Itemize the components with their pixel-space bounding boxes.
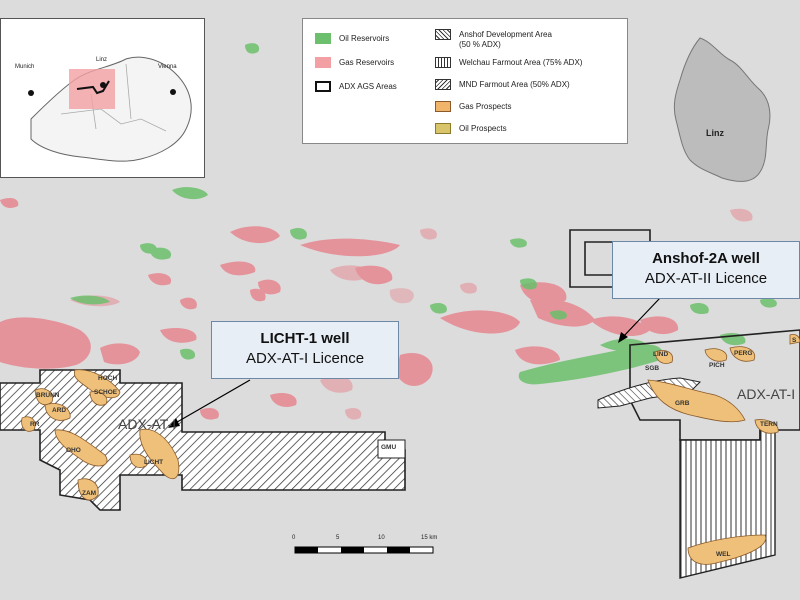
adx-at-ii-outline-north xyxy=(569,229,651,288)
prospect-label: WEL xyxy=(716,551,731,558)
prospect-label: GMU xyxy=(381,444,397,451)
gas-prospect-swatch xyxy=(435,101,451,112)
prospect-label: BRUNN xyxy=(36,392,60,399)
licht-arrow xyxy=(171,379,251,426)
prospects-east xyxy=(647,334,800,565)
overview-inset: Munich Linz Vienna xyxy=(0,18,205,178)
linz-label: Linz xyxy=(706,128,724,138)
anshof-arrow xyxy=(621,297,661,339)
prospect-label: LICHT xyxy=(144,459,164,466)
prospect-label: LIND xyxy=(653,351,669,358)
city-linz: Linz xyxy=(96,57,108,63)
gmu-box xyxy=(377,439,406,459)
prospect-label: OHO xyxy=(66,447,81,454)
prospect-label: HOCH xyxy=(98,375,118,382)
scale-tick-10: 10 xyxy=(378,535,385,541)
linz-map-shape xyxy=(673,37,771,182)
prospect-label: PERG xyxy=(734,350,753,357)
prospect-label: SGB xyxy=(645,365,660,372)
prospect-label: RR xyxy=(30,421,40,428)
licht-licence-subtitle: ADX-AT-I Licence xyxy=(245,350,365,367)
city-vienna: Vienna xyxy=(158,64,177,70)
prospect-label: TERN xyxy=(760,421,778,428)
licht-arrowhead xyxy=(168,418,180,428)
anshof-well-title: Anshof-2A well xyxy=(652,250,760,267)
anshof-licence-subtitle: ADX-AT-II Licence xyxy=(644,270,768,287)
licence-label-west: ADX-AT-I xyxy=(118,416,177,432)
mnd-swatch xyxy=(435,79,451,90)
prospect-label: ZAM xyxy=(82,490,97,497)
anshof-arrowhead xyxy=(618,332,628,343)
map-legend: Oil Reservoirs Gas Reservoirs ADX AGS Ar… xyxy=(302,18,628,144)
licht-well-title: LICHT-1 well xyxy=(260,330,350,347)
austria-map xyxy=(28,56,192,162)
scale-tick-0: 0 xyxy=(292,535,296,541)
oil-swatch xyxy=(315,33,331,44)
gas-swatch xyxy=(315,57,331,68)
oil-prospect-swatch xyxy=(435,123,451,134)
city-munich: Munich xyxy=(15,64,35,70)
licht-callout: LICHT-1 well ADX-AT-I Licence xyxy=(211,321,399,379)
scale-tick-15: 15 km xyxy=(421,535,438,541)
prospects-west xyxy=(21,369,180,501)
licence-label-east: ADX-AT-I xyxy=(737,386,796,402)
prospect-label: PICH xyxy=(709,362,725,369)
scale-tick-5: 5 xyxy=(336,535,340,541)
ags-swatch xyxy=(315,81,331,92)
prospect-label: GRB xyxy=(675,400,690,407)
anshof-callout: Anshof-2A well ADX-AT-II Licence xyxy=(612,241,800,299)
oil-reservoirs xyxy=(70,43,777,385)
scale-bar xyxy=(294,546,434,554)
prospect-label: SCHOE xyxy=(94,389,118,396)
prospect-label: ARD xyxy=(52,407,67,414)
prospect-label: S xyxy=(792,337,797,344)
anshof-swatch xyxy=(435,29,451,40)
welchau-swatch xyxy=(435,57,451,68)
